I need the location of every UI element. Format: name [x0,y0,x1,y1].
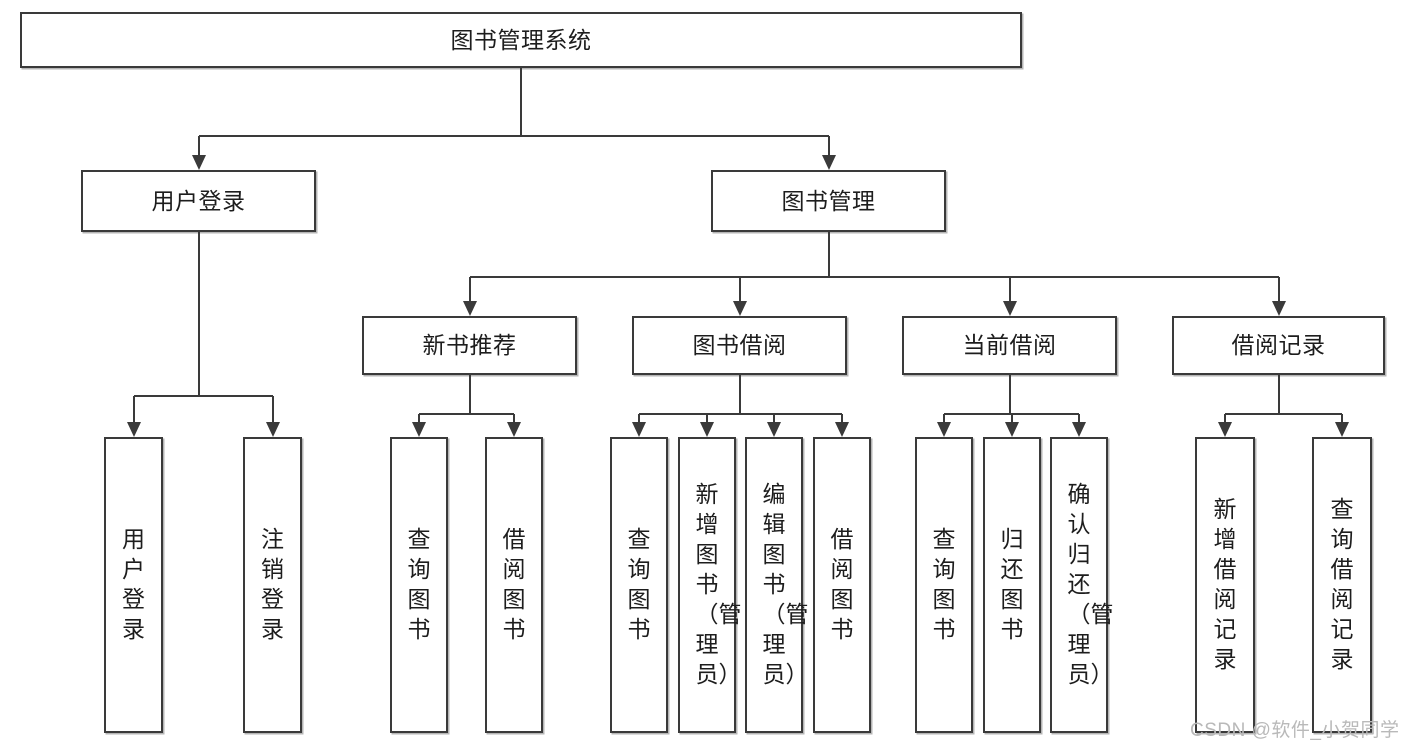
connector-vertical [773,414,775,422]
connector-vertical [827,136,830,155]
node-label: 借阅图书 [502,526,526,642]
node-label: 查询图书 [627,526,651,642]
connector-arrowhead [700,422,714,437]
connector-vertical [841,414,843,422]
connector-vertical [197,136,200,155]
connector-arrowhead [1335,422,1349,437]
connector-vertical [1341,414,1343,422]
node-leaf-add-book-admin[interactable]: 新增图书（管理员） [678,437,742,733]
connector-arrowhead [732,301,747,316]
node-label: 借阅记录 [1231,332,1326,359]
connector-vertical [418,414,420,422]
connector-vertical [1008,375,1011,414]
connector-arrowhead [835,422,849,437]
connector-vertical [638,414,640,422]
connector-arrowhead [1002,301,1017,316]
connector-arrowhead [1218,422,1232,437]
node-borrow-record[interactable]: 借阅记录 [1172,316,1385,375]
node-label: 当前借阅 [962,332,1057,359]
connector-vertical [1224,414,1226,422]
connector-arrowhead [767,422,781,437]
connector-vertical [706,414,708,422]
connector-arrowhead [821,155,836,170]
node-label: 确认归还（管理员） [1067,481,1114,687]
connector-vertical [738,277,741,301]
connector-arrowhead [191,155,206,170]
node-label: 图书管理 [781,187,876,214]
connector-arrowhead [1271,301,1286,316]
node-leaf-query-borrow-record[interactable]: 查询借阅记录 [1312,437,1372,733]
connector-vertical [197,232,200,396]
connector-vertical [468,277,471,301]
node-book-manage[interactable]: 图书管理 [711,170,946,232]
node-leaf-user-login[interactable]: 用户登录 [104,437,163,733]
connector-horizontal [133,395,273,397]
node-book-management-system[interactable]: 图书管理系统 [20,12,1022,68]
node-new-book-recommend[interactable]: 新书推荐 [362,316,577,375]
connector-horizontal [198,135,829,137]
node-label: 新增图书（管理员） [695,481,742,687]
node-label: 归还图书 [1000,526,1024,642]
node-label: 编辑图书（管理员） [762,481,809,687]
node-leaf-query-book-1[interactable]: 查询图书 [390,437,448,733]
connector-arrowhead [462,301,477,316]
connector-arrowhead [412,422,426,437]
connector-vertical [468,375,471,414]
node-user-login[interactable]: 用户登录 [81,170,316,232]
node-label: 查询图书 [932,526,956,642]
node-label: 查询借阅记录 [1330,496,1354,672]
node-label: 借阅图书 [830,526,854,642]
connector-arrowhead [1005,422,1019,437]
node-book-borrow[interactable]: 图书借阅 [632,316,847,375]
connector-vertical [1277,375,1280,414]
connector-horizontal [469,276,1279,278]
connector-arrowhead [937,422,951,437]
connector-arrowhead [1072,422,1086,437]
connector-vertical [520,68,522,136]
node-label: 图书借阅 [692,332,787,359]
node-label: 查询图书 [407,526,431,642]
connector-arrowhead [265,422,280,437]
connector-vertical [943,414,945,422]
connector-vertical [513,414,515,422]
watermark-text: CSDN @软件_小贺同学 [1190,720,1400,741]
connector-vertical [1011,414,1013,422]
connector-horizontal [639,413,842,415]
connector-vertical [1008,277,1011,301]
node-label: 图书管理系统 [450,26,592,53]
node-leaf-return-book[interactable]: 归还图书 [983,437,1041,733]
node-leaf-add-borrow-record[interactable]: 新增借阅记录 [1195,437,1255,733]
connector-arrowhead [632,422,646,437]
connector-vertical [1078,414,1080,422]
node-leaf-edit-book-admin[interactable]: 编辑图书（管理员） [745,437,809,733]
connector-vertical [271,396,274,422]
connector-arrowhead [126,422,141,437]
connector-vertical [132,396,135,422]
connector-vertical [827,232,830,277]
node-label: 新增借阅记录 [1213,496,1237,672]
node-label: 注销登录 [261,526,284,642]
connector-vertical [738,375,741,414]
node-label: 用户登录 [151,187,246,214]
node-leaf-query-book-2[interactable]: 查询图书 [610,437,668,733]
connector-arrowhead [507,422,521,437]
node-label: 新书推荐 [422,332,517,359]
node-leaf-query-book-3[interactable]: 查询图书 [915,437,973,733]
connector-horizontal [419,413,514,415]
node-leaf-borrow-book-1[interactable]: 借阅图书 [485,437,543,733]
node-leaf-borrow-book-2[interactable]: 借阅图书 [813,437,871,733]
node-label: 用户登录 [122,526,145,642]
connector-horizontal [1225,413,1342,415]
node-leaf-confirm-return-admin[interactable]: 确认归还（管理员） [1050,437,1114,733]
node-leaf-logout[interactable]: 注销登录 [243,437,302,733]
connector-vertical [1277,277,1280,301]
node-current-borrow[interactable]: 当前借阅 [902,316,1117,375]
